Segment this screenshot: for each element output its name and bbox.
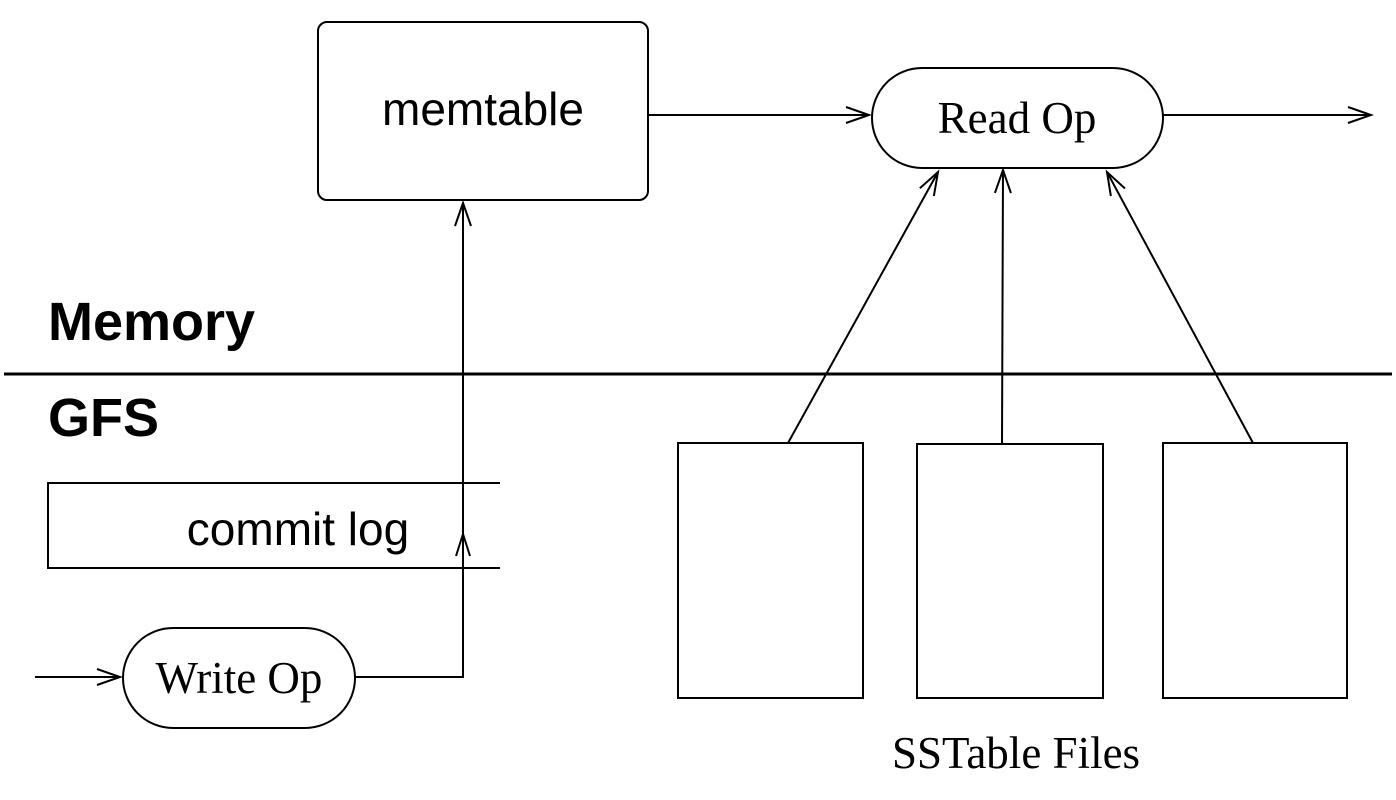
- commit-log-label: commit log: [187, 503, 409, 555]
- write-op-label: Write Op: [156, 653, 323, 703]
- arrow-sstable1-to-read-op: [787, 172, 938, 444]
- sstable-box-1: [677, 442, 864, 699]
- gfs-region-label: GFS: [48, 388, 159, 448]
- memtable-label: memtable: [382, 83, 584, 135]
- commit-log-box: [47, 482, 500, 569]
- arrow-sstable2-to-read-op: [1002, 170, 1003, 445]
- memtable-box: [317, 21, 649, 201]
- memory-region-label: Memory: [48, 292, 255, 352]
- arrow-sstable3-to-read-op: [1107, 172, 1254, 444]
- sstable-box-3: [1162, 442, 1348, 699]
- arrow-write-op-to-memtable: [355, 203, 463, 678]
- sstable-files-caption: SSTable Files: [892, 728, 1140, 778]
- sstable-box-2: [916, 443, 1104, 699]
- read-op-stadium: [871, 67, 1164, 169]
- arrowhead-write-op-to-commit-log: [455, 530, 471, 557]
- read-op-label: Read Op: [938, 93, 1097, 143]
